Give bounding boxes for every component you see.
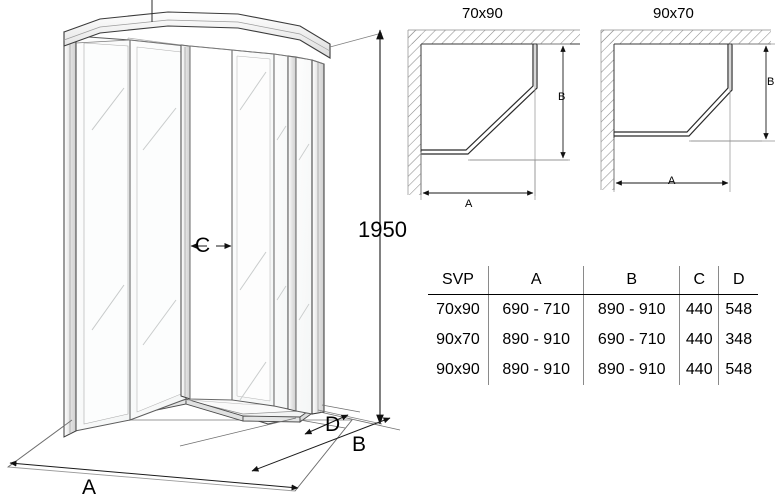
plan-title-70x90: 70x90: [462, 5, 503, 22]
cell-a: 690 - 710: [487, 294, 584, 325]
height-label-1950: 1950: [358, 217, 407, 242]
spec-table: SVP A B C D 70x90 690 - 710 890 - 910 44…: [428, 266, 758, 385]
cell-svp: 70x90: [436, 301, 480, 318]
frame-post-middle: [180, 44, 191, 400]
frame-post-right: [311, 59, 325, 415]
iso-dimension-d: [299, 404, 361, 435]
glass-panel-front-left: [129, 39, 187, 421]
table-header-d: D: [718, 266, 758, 295]
cell-d: 548: [718, 355, 758, 385]
frame-post-narrow: [287, 55, 297, 412]
plan-view-90x70: [600, 29, 775, 192]
plan-title-90x70: 90x70: [653, 5, 694, 22]
iso-label-b: B: [352, 433, 367, 456]
frame-post-left: [63, 31, 77, 438]
glass-panel-door-center: [189, 45, 233, 401]
table-row: 90x90 890 - 910 890 - 910 440 548: [428, 355, 758, 385]
plan-view-70x90: [407, 29, 580, 200]
cell-d: 548: [718, 294, 758, 325]
cell-a: 890 - 910: [487, 355, 584, 385]
cell-svp: 90x90: [436, 361, 480, 378]
cell-b: 890 - 910: [583, 294, 680, 325]
table-header-b: B: [583, 266, 680, 295]
cell-b: 890 - 910: [583, 355, 680, 385]
glass-panel-narrow-b: [295, 56, 313, 415]
plan1-label-b: B: [558, 91, 566, 103]
table-row: 70x90 690 - 710 890 - 910 440 548: [428, 294, 758, 325]
table-header-svp: SVP: [428, 266, 489, 295]
iso-label-a: A: [82, 476, 97, 499]
cell-c: 440: [678, 355, 719, 385]
cell-svp: 90x70: [436, 331, 480, 348]
cell-c: 440: [678, 325, 719, 355]
table-header-row: SVP A B C D: [428, 266, 758, 295]
table-header-c: C: [678, 266, 719, 295]
plan1-label-a: A: [465, 198, 473, 210]
floor-plane: [6, 419, 353, 492]
glass-panel-door-right: [231, 49, 275, 407]
table-header-a: A: [487, 266, 584, 295]
cell-c: 440: [678, 294, 719, 325]
iso-label-c: C: [195, 234, 211, 257]
plan2-label-b: B: [767, 76, 775, 88]
glass-panel-left: [74, 35, 131, 432]
glass-panel-narrow-a: [273, 53, 289, 410]
top-rail: [63, 11, 331, 65]
table-row: 90x70 890 - 910 690 - 710 440 348: [428, 325, 758, 355]
cell-b: 690 - 710: [583, 325, 680, 355]
cell-a: 890 - 910: [487, 325, 584, 355]
iso-label-d: D: [325, 413, 341, 436]
plan2-label-a: A: [668, 175, 676, 187]
cell-d: 348: [718, 325, 758, 355]
